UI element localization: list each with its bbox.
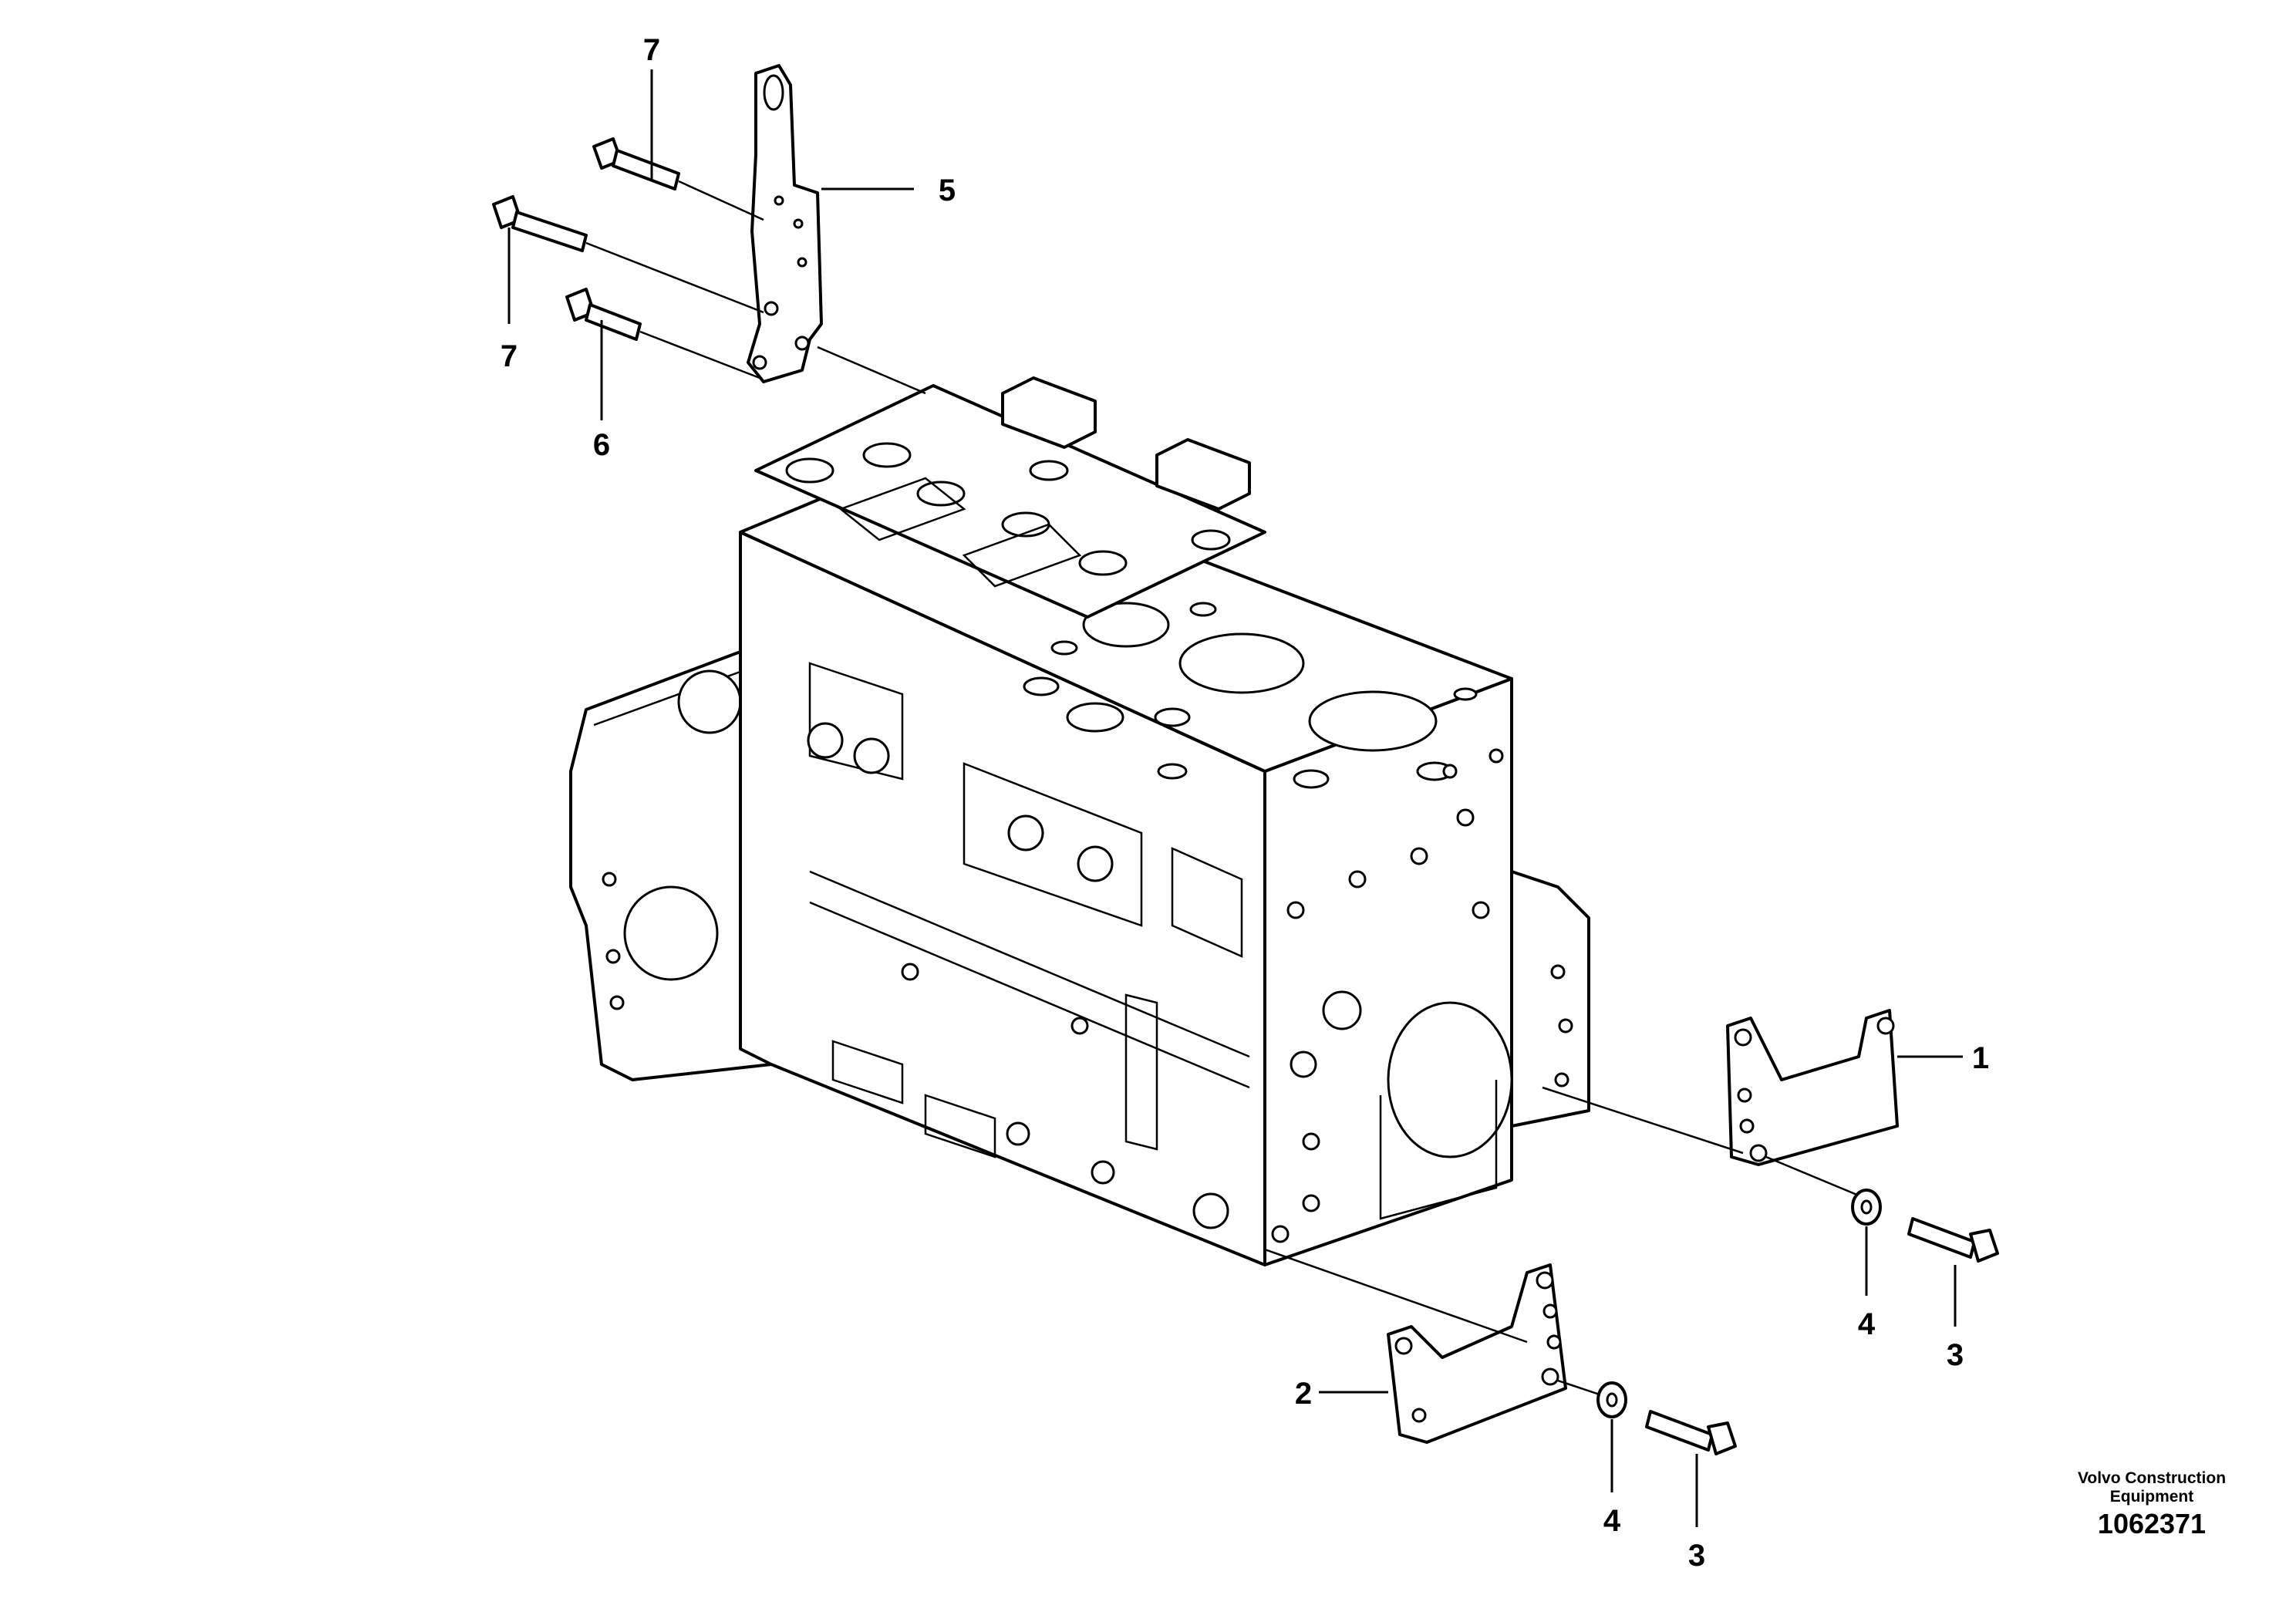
engine-bracket-1 <box>1542 1009 1899 1197</box>
callout-labels: 7 5 7 6 1 4 3 2 4 3 <box>501 33 1989 1573</box>
illustration-number: 1062371 <box>2097 1508 2207 1539</box>
callout-4-right: 4 <box>1858 1307 1876 1341</box>
callout-2: 2 <box>1295 1377 1312 1411</box>
bolt-3-lower <box>1645 1410 1737 1455</box>
callout-7-top: 7 <box>643 33 660 67</box>
callout-3-lower: 3 <box>1688 1539 1705 1573</box>
washer-4-right <box>1851 1189 1882 1226</box>
footer-brand: Volvo Construction Equipment <box>2077 1469 2227 1506</box>
washer-4-lower <box>1596 1381 1627 1418</box>
callout-4-lower: 4 <box>1603 1504 1621 1538</box>
callout-3-right: 3 <box>1947 1338 1964 1372</box>
callout-5: 5 <box>939 174 956 207</box>
engine-bracket-2 <box>1264 1248 1605 1444</box>
lifting-bracket-5 <box>747 64 823 383</box>
bolt-7-upper <box>592 137 764 221</box>
callout-6: 6 <box>593 428 610 462</box>
engine-block <box>569 376 1590 1266</box>
callout-leaders <box>507 69 1963 1527</box>
bolt-3-right <box>1907 1217 1999 1263</box>
bolt-6 <box>565 288 760 379</box>
callout-1: 1 <box>1972 1041 1989 1075</box>
bolt-7-lower <box>492 195 764 314</box>
callout-7-left: 7 <box>501 339 518 373</box>
